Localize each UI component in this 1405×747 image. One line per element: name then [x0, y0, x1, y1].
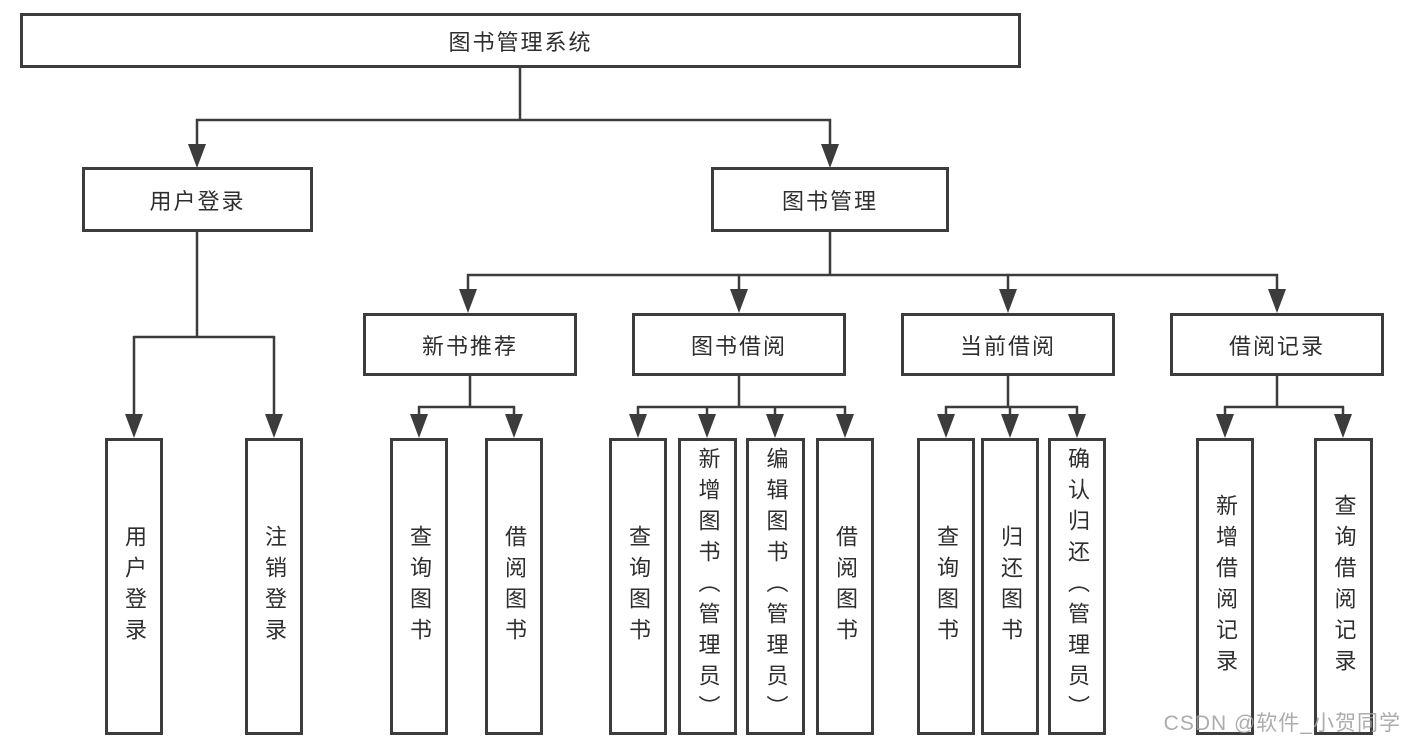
arrow-down-icon: [937, 414, 955, 438]
watermark: CSDN @软件_小贺同学: [1163, 712, 1401, 735]
connector-book-management-branch: [459, 232, 1286, 313]
arrow-down-icon: [188, 144, 206, 168]
arrow-down-icon: [265, 414, 283, 438]
connector-borrow-records-branch: [1216, 376, 1352, 438]
arrow-down-icon: [1001, 414, 1019, 438]
node-label: 用户登录: [149, 188, 246, 214]
arrow-down-icon: [125, 414, 143, 438]
node-borrow-books-recommend: 借阅图书: [485, 438, 543, 735]
node-logout: 注销登录: [245, 438, 303, 735]
arrow-down-icon: [505, 414, 523, 438]
arrow-down-icon: [836, 414, 854, 438]
node-book-management: 图书管理: [711, 167, 949, 232]
node-label: 借阅图书: [502, 524, 527, 649]
node-label: 编辑图书（管理员）: [763, 447, 789, 726]
node-label: 新书推荐: [421, 333, 518, 359]
node-label: 新增借阅记录: [1213, 493, 1238, 680]
connector-current-borrow-branch: [937, 376, 1086, 438]
node-book-management-system: 图书管理系统: [20, 13, 1021, 68]
node-confirm-return-admin: 确认归还（管理员）: [1048, 438, 1106, 735]
node-label: 注销登录: [262, 524, 287, 649]
node-new-book-recommend: 新书推荐: [363, 313, 577, 376]
node-label: 新增图书（管理员）: [695, 447, 721, 726]
node-user-login: 用户登录: [82, 167, 313, 232]
arrow-down-icon: [1068, 414, 1086, 438]
node-label: 借阅图书: [833, 524, 858, 649]
node-label: 图书管理系统: [448, 29, 593, 55]
node-label: 归还图书: [998, 524, 1023, 649]
arrow-down-icon: [1334, 414, 1352, 438]
arrow-down-icon: [629, 414, 647, 438]
connector-new-book-branch: [410, 376, 523, 438]
arrow-down-icon: [410, 414, 428, 438]
node-borrow-books-leaf: 借阅图书: [816, 438, 874, 735]
node-label: 查询图书: [626, 524, 651, 649]
node-label: 查询图书: [407, 524, 432, 649]
node-user-login-leaf: 用户登录: [105, 438, 163, 735]
connector-user-login-branch: [125, 232, 283, 438]
node-current-borrow: 当前借阅: [901, 313, 1115, 376]
arrow-down-icon: [766, 414, 784, 438]
node-label: 用户登录: [122, 524, 147, 649]
node-query-books-current: 查询图书: [917, 438, 975, 735]
node-add-borrow-record: 新增借阅记录: [1196, 438, 1254, 735]
node-query-books-recommend: 查询图书: [390, 438, 448, 735]
connector-book-borrow-branch: [629, 376, 854, 438]
node-label: 查询图书: [934, 524, 959, 649]
node-edit-book-admin: 编辑图书（管理员）: [746, 438, 805, 735]
node-query-borrow-record: 查询借阅记录: [1314, 438, 1373, 735]
arrow-down-icon: [1268, 289, 1286, 313]
node-add-book-admin: 新增图书（管理员）: [678, 438, 737, 735]
node-label: 图书管理: [781, 188, 878, 214]
node-query-books-borrow: 查询图书: [609, 438, 667, 735]
node-book-borrow: 图书借阅: [632, 313, 846, 376]
arrow-down-icon: [698, 414, 716, 438]
node-borrow-records: 借阅记录: [1170, 313, 1384, 376]
arrow-down-icon: [1216, 414, 1234, 438]
arrow-down-icon: [730, 289, 748, 313]
connector-root-to-level2: [188, 68, 839, 168]
node-return-books: 归还图书: [981, 438, 1039, 735]
node-label: 确认归还（管理员）: [1065, 447, 1090, 726]
node-label: 图书借阅: [690, 333, 787, 359]
arrow-down-icon: [459, 289, 477, 313]
node-label: 查询借阅记录: [1331, 493, 1357, 680]
node-label: 当前借阅: [959, 333, 1056, 359]
arrow-down-icon: [821, 144, 839, 168]
node-label: 借阅记录: [1228, 333, 1325, 359]
arrow-down-icon: [999, 289, 1017, 313]
